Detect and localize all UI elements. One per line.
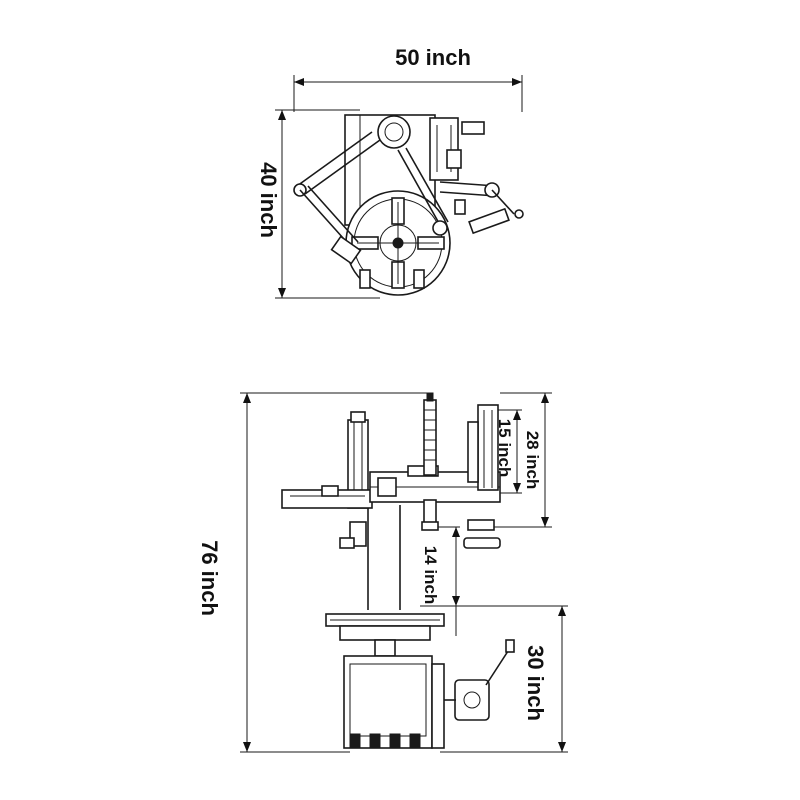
arm-span-label: 28 inch — [523, 431, 542, 490]
front-height-dimension: 76 inch — [197, 392, 430, 753]
top-view: 50 inch 40 inch — [256, 45, 524, 299]
table-height-label: 30 inch — [523, 645, 548, 721]
head-gap-label: 14 inch — [421, 546, 440, 605]
front-height-label: 76 inch — [197, 540, 222, 616]
top-width-dimension: 50 inch — [293, 45, 523, 112]
front-view: 76 inch 28 inch 15 inch 14 in — [197, 392, 568, 753]
table-height-dimension: 30 inch — [440, 605, 568, 753]
head-gap-dimension: 14 inch — [420, 526, 460, 636]
arm-span-dimension: 28 inch — [490, 392, 552, 528]
upper-offset-label: 15 inch — [495, 419, 514, 478]
top-machine-outline — [293, 114, 524, 296]
front-machine-outline — [281, 392, 515, 749]
top-depth-dimension: 40 inch — [256, 109, 380, 299]
upper-offset-dimension: 15 inch — [495, 409, 522, 494]
top-width-label: 50 inch — [395, 45, 471, 70]
top-depth-label: 40 inch — [256, 162, 281, 238]
